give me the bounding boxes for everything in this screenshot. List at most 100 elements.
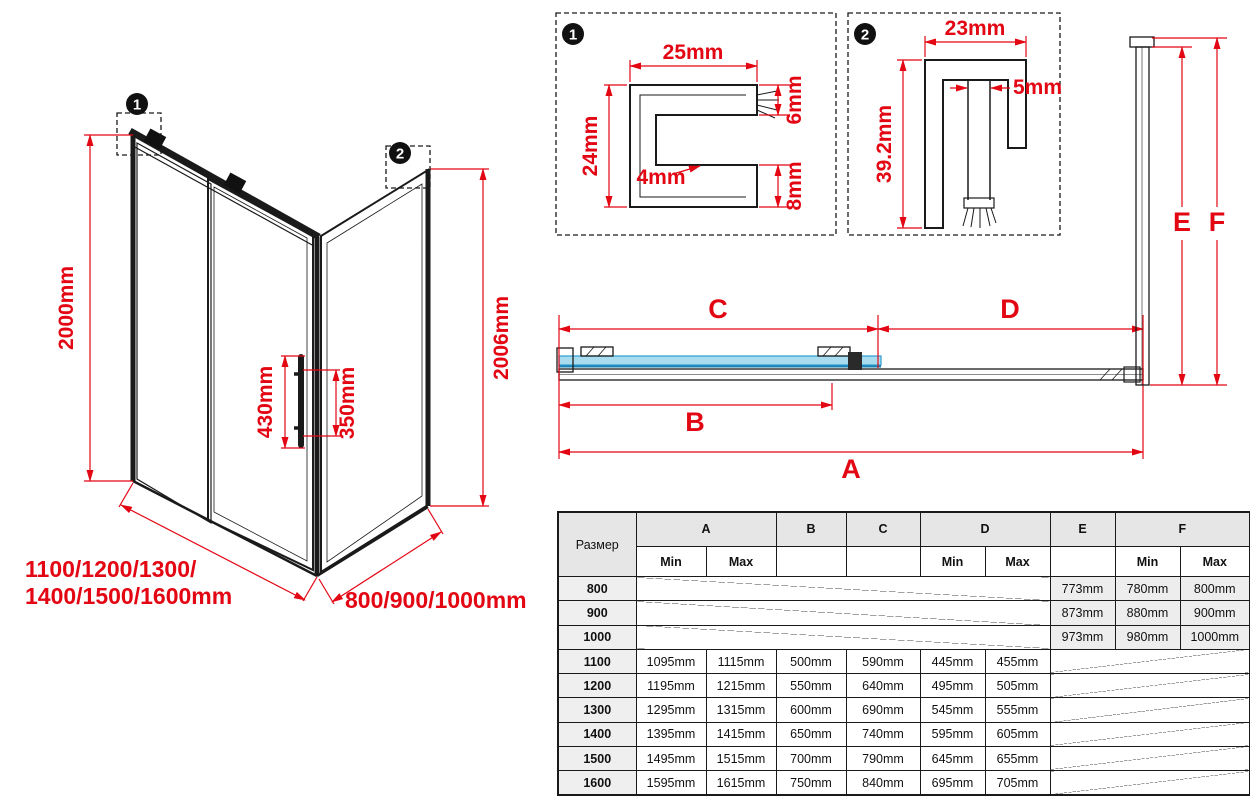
- table-row: 1500 1495mm 1515mm 700mm 790mm 645mm 655…: [557, 745, 1250, 772]
- cell-b: 500mm: [775, 648, 847, 675]
- no-value-cells: [1049, 648, 1250, 675]
- dim-height-left: 2000mm: [55, 266, 78, 350]
- dim-detail2-channel: 5mm: [1013, 76, 1062, 99]
- profile2-glass-channel: [967, 80, 991, 200]
- dimension-line-width: [120, 504, 306, 601]
- cell-d-min: 695mm: [919, 770, 986, 796]
- marker-circle: [562, 23, 584, 45]
- subheader-b-blank: [775, 545, 847, 578]
- cell-d-max: 505mm: [984, 673, 1051, 699]
- cell-size: 800: [557, 576, 637, 602]
- table-header-f: F: [1114, 511, 1250, 547]
- subheader-d-max: Max: [984, 545, 1051, 578]
- bottom-rail-side: [316, 505, 429, 578]
- dim-handle-length: 430mm: [254, 366, 277, 438]
- extension-line: [427, 508, 444, 535]
- extension-line: [318, 578, 335, 605]
- wall-profile-elevation: [1135, 46, 1150, 386]
- roller-carriage: [223, 172, 247, 194]
- detail-2: 2 23mm 39.2mm 5mm: [847, 12, 1062, 236]
- profile1-inner-wall: [639, 94, 746, 198]
- dim-label-d: D: [1000, 294, 1020, 324]
- cell-a-min: 1195mm: [635, 673, 707, 699]
- table-header-b: B: [775, 511, 847, 547]
- cell-size: 1000: [557, 624, 637, 650]
- cell-size: 1200: [557, 673, 637, 699]
- cell-c: 840mm: [845, 770, 921, 796]
- table-header-c: C: [845, 511, 921, 547]
- sliding-glass-plan: [558, 355, 882, 366]
- cell-c: 640mm: [845, 673, 921, 699]
- roller-bracket: [580, 346, 614, 357]
- subheader-e-blank: [1049, 545, 1116, 578]
- dim-label-c: C: [708, 294, 728, 324]
- dim-height-right: 2006mm: [490, 296, 513, 380]
- cell-f-min: 880mm: [1114, 600, 1181, 626]
- cell-d-min: 645mm: [919, 745, 986, 772]
- dim-label-a: A: [841, 454, 861, 484]
- cell-d-min: 545mm: [919, 697, 986, 723]
- table-row: 900 873mm 880mm 900mm: [557, 600, 1250, 626]
- cell-a-min: 1095mm: [635, 648, 707, 675]
- cell-f-max: 900mm: [1179, 600, 1250, 626]
- cell-e: 773mm: [1049, 576, 1116, 602]
- cell-b: 750mm: [775, 770, 847, 796]
- cell-a-max: 1515mm: [705, 745, 777, 772]
- marker-1-badge: 1: [126, 93, 148, 115]
- extension-line: [118, 482, 134, 508]
- sliding-door-glass-inner: [213, 186, 308, 562]
- detail2-callout-box: [385, 145, 431, 189]
- cell-d-max: 455mm: [984, 648, 1051, 675]
- cell-a-min: 1595mm: [635, 770, 707, 796]
- cell-d-max: 655mm: [984, 745, 1051, 772]
- cell-a-min: 1295mm: [635, 697, 707, 723]
- cell-f-min: 780mm: [1114, 576, 1181, 602]
- subheader-f-min: Min: [1114, 545, 1181, 578]
- marker-circle: [389, 142, 411, 164]
- cell-a-min: 1395mm: [635, 721, 707, 747]
- cell-size: 1400: [557, 721, 637, 747]
- cell-size: 900: [557, 600, 637, 626]
- section-view: C D B A: [556, 294, 1144, 484]
- dim-handle-spacing: 350mm: [336, 367, 359, 439]
- cell-a-max: 1215mm: [705, 673, 777, 699]
- table-row: 800 773mm 780mm 800mm: [557, 576, 1250, 602]
- cell-c: 790mm: [845, 745, 921, 772]
- marker-circle: [854, 23, 876, 45]
- cell-a-min: 1495mm: [635, 745, 707, 772]
- subheader-f-max: Max: [1179, 545, 1250, 578]
- dim-label-f: F: [1209, 207, 1226, 237]
- cell-e: 973mm: [1049, 624, 1116, 650]
- dim-detail1-width: 25mm: [663, 41, 724, 64]
- no-value-cells: [1049, 721, 1250, 747]
- dim-label-e: E: [1173, 207, 1191, 237]
- cell-e: 873mm: [1049, 600, 1116, 626]
- subheader-d-min: Min: [919, 545, 986, 578]
- table-header-e: E: [1049, 511, 1116, 547]
- dimension-line-depth: [331, 531, 442, 603]
- marker-1-number: 1: [133, 97, 141, 114]
- table-row: 1300 1295mm 1315mm 600mm 690mm 545mm 555…: [557, 697, 1250, 723]
- dim-detail1-top-lip: 6mm: [783, 75, 806, 124]
- dim-label-b: B: [685, 407, 705, 437]
- brush-seal-icon: [962, 207, 997, 228]
- table-row: 1600 1595mm 1615mm 750mm 840mm 695mm 705…: [557, 770, 1250, 796]
- end-cap: [556, 347, 574, 373]
- wall-profile-ef: E F: [1129, 36, 1227, 386]
- cell-c: 740mm: [845, 721, 921, 747]
- no-value-cells: [1049, 745, 1250, 772]
- cell-b: 600mm: [775, 697, 847, 723]
- cell-d-min: 495mm: [919, 673, 986, 699]
- fixed-glass-panel: [136, 141, 212, 525]
- cell-size: 1500: [557, 745, 637, 772]
- marker-2-badge: 2: [389, 142, 411, 164]
- profile-cross-section-2: [924, 59, 1027, 229]
- cell-b: 550mm: [775, 673, 847, 699]
- cell-size: 1600: [557, 770, 637, 796]
- cell-a-max: 1615mm: [705, 770, 777, 796]
- cell-f-min: 980mm: [1114, 624, 1181, 650]
- detail1-badge: 1: [562, 23, 584, 45]
- sliding-door-panel: [207, 177, 314, 572]
- dim-detail1-height: 24mm: [579, 116, 602, 177]
